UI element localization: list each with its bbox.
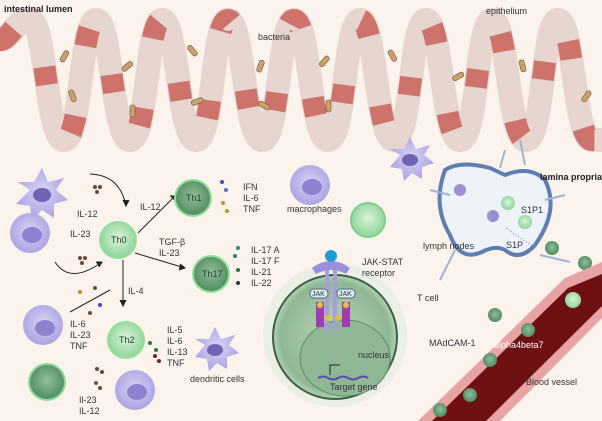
macrophage-cell [290, 165, 330, 205]
differentiation-arrows [54, 173, 187, 313]
th0-cell: Th0 [99, 221, 137, 259]
lamina-propria-label: lamina propria [540, 172, 602, 182]
jak-stat-label: JAK-STAT [362, 257, 404, 267]
cytokine-label: IL-23 [159, 248, 180, 258]
blood-vessel [418, 262, 602, 421]
th0-label: Th0 [111, 235, 127, 245]
target-gene-label: Target gene [330, 382, 378, 392]
th2-cell: Th2 [107, 321, 145, 359]
th17-label: Th17 [202, 269, 223, 279]
dendritic-cell [16, 168, 68, 220]
cytokine-label: IL-4 [128, 286, 144, 296]
t-cell-jak-stat: JAK JAK nucleus Target gene [263, 250, 407, 407]
cytokine-dots [78, 180, 240, 390]
cytokine-label: IL-13 [167, 347, 188, 357]
epithelium-villi [0, 7, 602, 153]
nucleus-label: nucleus [358, 350, 390, 360]
epithelium-label: epithelium [486, 6, 527, 16]
jak-label: JAK [339, 291, 352, 298]
cytokine-label: IL-12 [140, 202, 161, 212]
cytokine-label: IL-17 A [251, 245, 280, 255]
s1p-label: S1P [506, 240, 523, 250]
blood-vessel-label: Blood vessel [526, 377, 577, 387]
jak-label: JAK [312, 291, 325, 298]
t-cell-plain [28, 363, 66, 401]
cytokine-label: TNF [167, 358, 185, 368]
cytokine-label: IL-21 [251, 267, 272, 277]
bacteria-label: bacteria [258, 32, 290, 42]
s1p1-label: S1P1 [521, 205, 543, 215]
cytokine-label: IFN [243, 182, 258, 192]
cytokine-label: TGF-β [159, 237, 185, 247]
th17-cell: Th17 [192, 255, 230, 293]
dendritic-cells-label: dendritic cells [190, 374, 245, 384]
ligand-icon [325, 250, 337, 262]
lymph-nodes-label: lymph nodes [423, 241, 475, 251]
cytokine-label: IL-12 [79, 406, 100, 416]
intestinal-lumen-label: intestinal lumen [4, 4, 73, 14]
cytokine-label: IL-23 [70, 330, 91, 340]
macrophage-cell [10, 213, 50, 253]
cytokine-label: TNF [70, 341, 88, 351]
cytokine-label: IL-5 [167, 325, 183, 335]
cytokine-label: TNF [243, 204, 261, 214]
alpha4beta7-label: alpha4beta7 [494, 340, 544, 350]
dendritic-cell [390, 137, 434, 181]
th1-label: Th1 [186, 193, 202, 203]
macrophages-label: macrophages [287, 204, 342, 214]
cytokine-label: IL-23 [70, 229, 91, 239]
cytokine-label: IL-6 [70, 319, 86, 329]
macrophage-cell [115, 370, 155, 410]
th1-cell: Th1 [174, 179, 212, 217]
cytokine-label: IL-6 [243, 193, 259, 203]
macrophage-cell [23, 305, 63, 345]
cytokine-label: IL-17 F [251, 256, 280, 266]
madcam-label: MAdCAM-1 [429, 338, 476, 348]
jak-stat-label: receptor [362, 268, 395, 278]
cytokine-label: IL-6 [167, 336, 183, 346]
cytokine-label: IL-22 [251, 278, 272, 288]
t-cell-label: T cell [417, 293, 438, 303]
t-cell-plain [350, 202, 386, 238]
bacteria-group [59, 44, 592, 118]
cytokine-label: Il-23 [79, 395, 97, 405]
dendritic-cell [195, 327, 239, 371]
cytokine-label: IL-12 [77, 209, 98, 219]
th2-label: Th2 [119, 335, 135, 345]
